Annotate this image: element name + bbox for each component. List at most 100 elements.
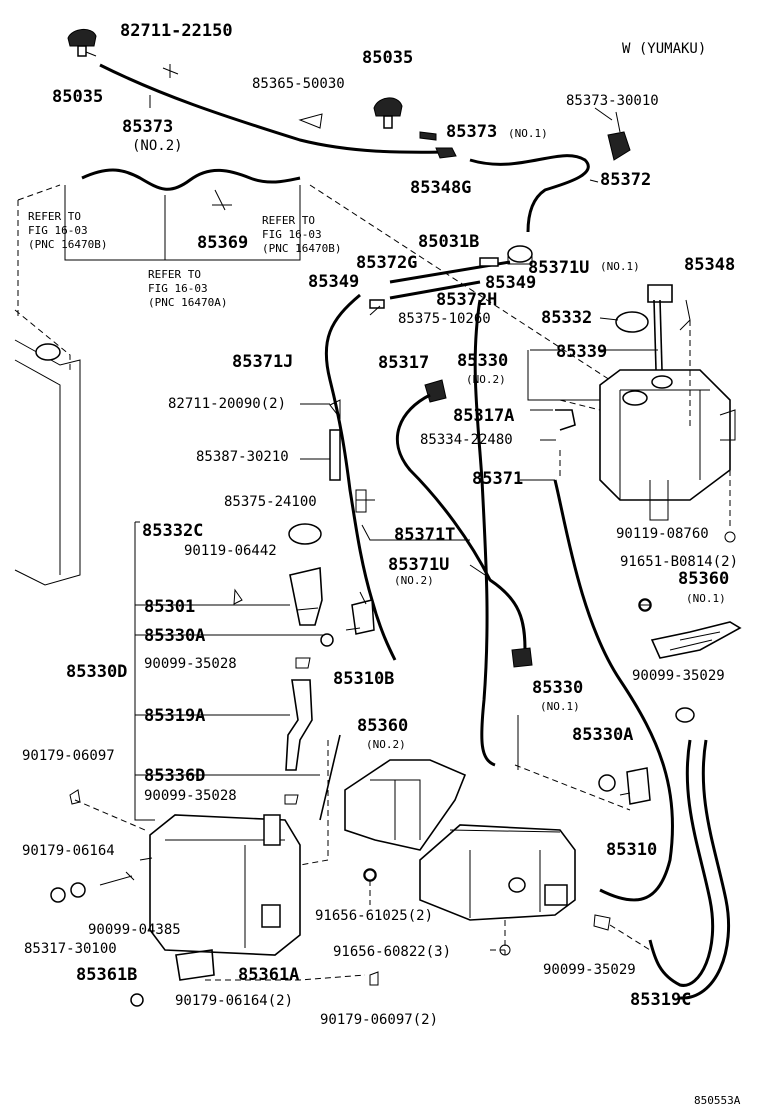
label-85349-right[interactable]: 85349 bbox=[485, 273, 536, 293]
inlet-85301 bbox=[289, 567, 323, 626]
hose-85371 bbox=[553, 479, 674, 902]
connector-85348G bbox=[435, 147, 457, 159]
label-85360-no2[interactable]: 85360 bbox=[357, 716, 408, 736]
label-85375-10260[interactable]: 85375-10260 bbox=[398, 311, 491, 327]
label-85317[interactable]: 85317 bbox=[378, 353, 429, 373]
label-85361B[interactable]: 85361B bbox=[76, 965, 137, 985]
label-85348G[interactable]: 85348G bbox=[410, 178, 471, 198]
label-85360-no1-note: (NO.1) bbox=[686, 592, 726, 605]
label-85319A[interactable]: 85319A bbox=[144, 706, 205, 726]
hose-85373-no2 bbox=[99, 63, 453, 154]
hose-85348 bbox=[679, 299, 691, 331]
label-85369[interactable]: 85369 bbox=[197, 233, 248, 253]
label-85373-no1[interactable]: 85373 bbox=[446, 122, 497, 142]
label-90179-06164-2[interactable]: 90179-06164(2) bbox=[175, 993, 293, 1009]
pump-85310B-drawing bbox=[345, 591, 375, 635]
label-85371U-no1[interactable]: 85371U bbox=[528, 258, 589, 278]
hose-85371J bbox=[324, 293, 397, 661]
label-85371[interactable]: 85371 bbox=[472, 469, 523, 489]
label-85373-no2-note: (NO.2) bbox=[132, 138, 183, 154]
label-90119-06442[interactable]: 90119-06442 bbox=[184, 543, 277, 559]
label-85371J[interactable]: 85371J bbox=[232, 352, 293, 372]
label-85330A-right[interactable]: 85330A bbox=[572, 725, 633, 745]
rear-reservoir-no1-drawing bbox=[419, 764, 631, 955]
check-valve-85031B-drawing bbox=[507, 245, 533, 265]
label-91656-61025[interactable]: 91656-61025(2) bbox=[315, 908, 433, 924]
label-90179-06164[interactable]: 90179-06164 bbox=[22, 843, 115, 859]
label-85330-no2[interactable]: 85330 bbox=[457, 351, 508, 371]
label-85339[interactable]: 85339 bbox=[556, 342, 607, 362]
grommet-85330A-a bbox=[320, 633, 334, 647]
wiring-harness-85317 bbox=[395, 379, 533, 668]
label-85301[interactable]: 85301 bbox=[144, 597, 195, 617]
label-90179-06097-2[interactable]: 90179-06097(2) bbox=[320, 1012, 438, 1028]
svg-text:(PNC 16470B): (PNC 16470B) bbox=[28, 238, 107, 251]
label-91656-60822[interactable]: 91656-60822(3) bbox=[333, 944, 451, 960]
label-85334-22480[interactable]: 85334-22480 bbox=[420, 432, 513, 448]
hose-85373-no1 bbox=[419, 131, 437, 141]
label-85361A[interactable]: 85361A bbox=[238, 965, 299, 985]
refer-note-1: REFER TO FIG 16-03 (PNC 16470B) bbox=[28, 210, 107, 251]
label-85317-30100[interactable]: 85317-30100 bbox=[24, 941, 117, 957]
label-85330A-left[interactable]: 85330A bbox=[144, 626, 205, 646]
label-90099-35029-lower[interactable]: 90099-35029 bbox=[543, 962, 636, 978]
label-85372H[interactable]: 85372H bbox=[436, 290, 497, 310]
label-85031B[interactable]: 85031B bbox=[418, 232, 479, 252]
bracket-85360-no1-drawing bbox=[638, 598, 742, 659]
label-85332[interactable]: 85332 bbox=[541, 308, 592, 328]
figure-id: 850553A bbox=[694, 1094, 741, 1107]
label-90179-06097[interactable]: 90179-06097 bbox=[22, 748, 115, 764]
label-90099-04385[interactable]: 90099-04385 bbox=[88, 922, 181, 938]
label-85348[interactable]: 85348 bbox=[684, 255, 735, 275]
bracket-85361-drawing bbox=[175, 949, 215, 981]
label-90099-35028-lower[interactable]: 90099-35028 bbox=[144, 788, 237, 804]
label-85336D[interactable]: 85336D bbox=[144, 766, 205, 786]
label-82711-20090[interactable]: 82711-20090(2) bbox=[168, 396, 286, 412]
label-90119-08760[interactable]: 90119-08760 bbox=[616, 526, 709, 542]
hose-85372 bbox=[469, 154, 590, 233]
label-85375-24100[interactable]: 85375-24100 bbox=[224, 494, 317, 510]
rear-reservoir-drawing bbox=[599, 369, 736, 521]
label-85365-50030[interactable]: 85365-50030 bbox=[252, 76, 345, 92]
label-85387-30210[interactable]: 85387-30210 bbox=[196, 449, 289, 465]
elbow-85317A bbox=[555, 409, 576, 431]
connector-85373-30010-drawing bbox=[607, 111, 631, 161]
label-91651-B0814[interactable]: 91651-B0814(2) bbox=[620, 554, 738, 570]
hose-85371U-no2 bbox=[473, 299, 496, 767]
pump-85310-drawing bbox=[619, 767, 651, 805]
label-85371U-no2-note: (NO.2) bbox=[394, 574, 434, 587]
cap-85332C bbox=[288, 523, 322, 545]
refer-note-2: REFER TO FIG 16-03 (PNC 16470B) bbox=[262, 214, 341, 255]
header-label: W (YUMAKU) bbox=[622, 41, 706, 57]
label-85310B[interactable]: 85310B bbox=[333, 669, 394, 689]
label-85371T[interactable]: 85371T bbox=[394, 525, 455, 545]
label-85373-no1-note: (NO.1) bbox=[508, 127, 548, 140]
label-85317A[interactable]: 85317A bbox=[453, 406, 514, 426]
label-85035-right[interactable]: 85035 bbox=[362, 48, 413, 68]
joint-pipes bbox=[369, 257, 511, 309]
filler-85339 bbox=[659, 299, 663, 371]
grommet-85330A-b bbox=[598, 774, 616, 792]
label-85332C[interactable]: 85332C bbox=[142, 521, 203, 541]
label-85360-no1[interactable]: 85360 bbox=[678, 569, 729, 589]
label-85371U-no2[interactable]: 85371U bbox=[388, 555, 449, 575]
label-85310[interactable]: 85310 bbox=[606, 840, 657, 860]
svg-text:REFER TO: REFER TO bbox=[262, 214, 315, 227]
refer-note-3: REFER TO FIG 16-03 (PNC 16470A) bbox=[148, 268, 227, 309]
svg-text:FIG 16-03: FIG 16-03 bbox=[148, 282, 208, 295]
svg-text:(PNC 16470A): (PNC 16470A) bbox=[148, 296, 227, 309]
label-85330D[interactable]: 85330D bbox=[66, 662, 127, 682]
label-90099-35028-upper[interactable]: 90099-35028 bbox=[144, 656, 237, 672]
label-85372[interactable]: 85372 bbox=[600, 170, 651, 190]
label-85372G[interactable]: 85372G bbox=[356, 253, 417, 273]
label-85373-no2[interactable]: 85373 bbox=[122, 117, 173, 137]
label-85330-no1[interactable]: 85330 bbox=[532, 678, 583, 698]
label-85319C[interactable]: 85319C bbox=[630, 990, 691, 1010]
label-85373-30010[interactable]: 85373-30010 bbox=[566, 93, 659, 109]
label-82711-22150[interactable]: 82711-22150 bbox=[120, 21, 233, 41]
nut-90179-06164 bbox=[50, 887, 66, 903]
label-90099-35029-upper[interactable]: 90099-35029 bbox=[632, 668, 725, 684]
label-85349-left[interactable]: 85349 bbox=[308, 272, 359, 292]
label-85035-left[interactable]: 85035 bbox=[52, 87, 103, 107]
